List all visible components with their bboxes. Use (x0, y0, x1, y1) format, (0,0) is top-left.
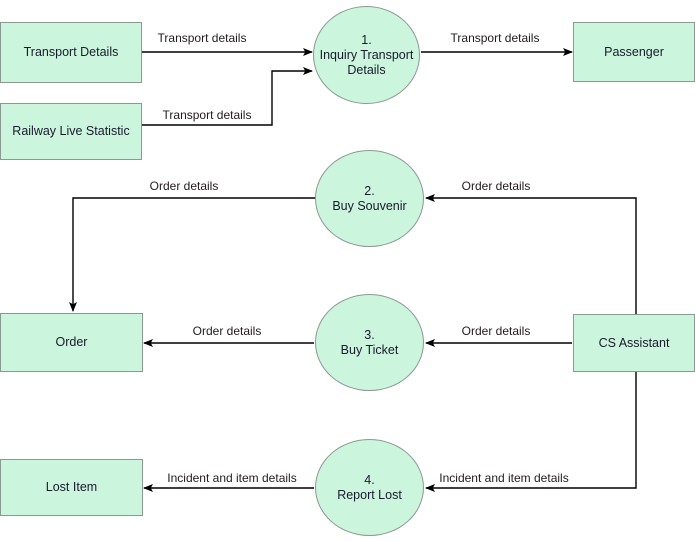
entity-cs-assistant-label: CS Assistant (598, 335, 670, 350)
process-inquiry-transport-details[interactable]: 1. Inquiry Transport Details (313, 6, 420, 104)
flow-label-p1-to-passenger-text: Transport details (450, 31, 540, 45)
flow-label-p2-to-order-text: Order details (149, 179, 219, 193)
process-1-number: 1. (361, 32, 372, 47)
flow-label-cs-assistant-to-p3: Order details (462, 324, 531, 338)
entity-order-label: Order (55, 335, 88, 349)
process-buy-ticket[interactable]: 3. Buy Ticket (315, 294, 424, 391)
entity-passenger-label: Passenger (604, 44, 664, 59)
entity-order[interactable]: Order (0, 313, 143, 372)
flow-label-railway-statistic-to-p1: Transport details (163, 108, 252, 122)
process-1-text: 1. Inquiry Transport Details (320, 33, 414, 78)
process-1-name-line2: Details (347, 62, 386, 77)
flow-label-p4-to-lost-item-text: Incident and item details (167, 471, 297, 485)
flow-label-transport-details-to-p1: Transport details (158, 31, 247, 45)
flow-label-cs-assistant-to-p2-text: Order details (461, 179, 531, 193)
flow-label-cs-assistant-to-p4-text: Incident and item details (439, 471, 569, 485)
edge-cs-assistant-to-p2 (425, 194, 637, 314)
flow-label-p2-to-order: Order details (150, 179, 219, 193)
process-4-text: 4. Report Lost (337, 473, 402, 503)
process-2-text: 2. Buy Souvenir (332, 184, 406, 214)
flow-label-railway-statistic-to-p1-text: Transport details (162, 108, 252, 122)
flow-label-cs-assistant-to-p4: Incident and item details (439, 471, 568, 485)
edge-p2-to-order (69, 197, 315, 312)
entity-lost-item[interactable]: Lost Item (0, 459, 143, 516)
flow-label-cs-assistant-to-p3-text: Order details (461, 324, 531, 338)
process-4-name-line1: Report Lost (337, 487, 402, 502)
process-1-name-line1: Inquiry Transport (319, 47, 414, 62)
entity-transport-details-label: Transport Details (23, 45, 119, 59)
flow-label-cs-assistant-to-p2: Order details (462, 179, 531, 193)
entity-lost-item-label: Lost Item (45, 480, 98, 494)
entity-passenger[interactable]: Passenger (573, 22, 695, 82)
entity-railway-live-statistic-label: Railway Live Statistic (12, 124, 130, 138)
flow-label-p3-to-order: Order details (193, 324, 262, 338)
process-3-text: 3. Buy Ticket (341, 328, 399, 358)
process-3-number: 3. (364, 327, 375, 342)
entity-cs-assistant[interactable]: CS Assistant (573, 314, 695, 372)
process-2-name-line1: Buy Souvenir (332, 198, 407, 213)
process-3-name-line1: Buy Ticket (340, 342, 399, 357)
process-report-lost[interactable]: 4. Report Lost (315, 439, 424, 536)
process-4-number: 4. (364, 472, 375, 487)
flow-label-p3-to-order-text: Order details (192, 324, 262, 338)
flow-label-p1-to-passenger: Transport details (451, 31, 540, 45)
flow-label-p4-to-lost-item: Incident and item details (167, 471, 296, 485)
flow-label-transport-details-to-p1-text: Transport details (157, 31, 247, 45)
process-buy-souvenir[interactable]: 2. Buy Souvenir (315, 150, 424, 247)
process-2-number: 2. (364, 183, 375, 198)
entity-railway-live-statistic[interactable]: Railway Live Statistic (0, 103, 142, 160)
entity-transport-details[interactable]: Transport Details (0, 22, 142, 83)
